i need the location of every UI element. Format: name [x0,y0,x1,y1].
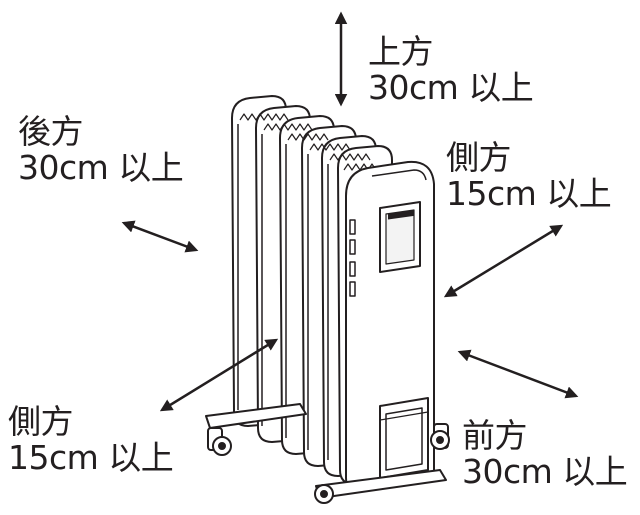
heater-control-panel [345,160,435,492]
front-direction: 前方 [462,416,528,455]
right-side-direction: 側方 [446,138,512,177]
left-side-distance: 15cm 以上 [8,438,174,477]
heater-base-casters [205,403,450,504]
front-distance: 30cm 以上 [462,452,628,491]
vent-slots [349,219,356,297]
top-direction: 上方 [368,32,434,71]
right-side-clearance-label: 側方 15cm 以上 [446,138,612,213]
back-clearance-label: 後方 30cm 以上 [18,112,184,187]
front-clearance-arrow [457,349,579,399]
top-clearance-label: 上方 30cm 以上 [368,32,534,107]
back-distance: 30cm 以上 [18,148,184,187]
left-side-clearance-label: 側方 15cm 以上 [8,402,174,477]
back-clearance-arrow [121,220,199,253]
oil-heater-illustration [205,95,450,504]
left-side-direction: 側方 [8,402,74,441]
front-clearance-label: 前方 30cm 以上 [462,416,628,491]
left-side-clearance-arrow [159,338,279,412]
back-direction: 後方 [18,112,84,151]
right-side-clearance-arrow [443,224,564,298]
top-distance: 30cm 以上 [368,68,534,107]
right-side-distance: 15cm 以上 [446,174,612,213]
